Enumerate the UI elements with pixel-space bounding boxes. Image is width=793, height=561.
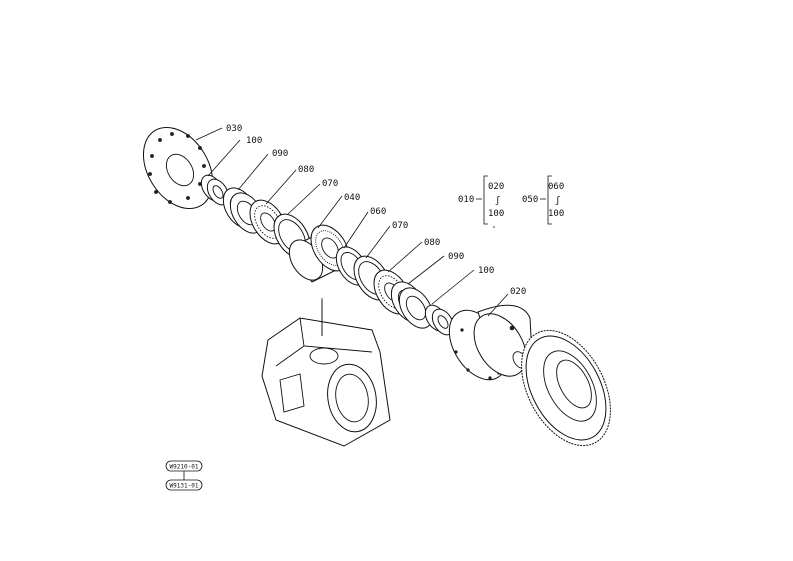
reference-stamps: W9210-01 W9131-01 — [165, 460, 203, 491]
group-010-bottom: 100 — [488, 209, 504, 219]
group-010-range-mark: ʃ — [495, 196, 500, 206]
group-050-top: 060 — [548, 182, 564, 192]
callout-090-left: 090 — [272, 149, 288, 159]
stamp-1: W9210-01 — [170, 464, 199, 471]
assembly-group-010: 010 020 ʃ 100 — [458, 175, 504, 228]
transmission-housing — [261, 300, 391, 447]
ring-gear-part[interactable] — [503, 315, 628, 460]
callout-020: 020 — [510, 287, 526, 297]
group-050-head: 050 — [522, 195, 538, 205]
group-010-top: 020 — [488, 182, 504, 192]
assembly-group-050: 050 060 ʃ 100 — [522, 175, 564, 225]
callout-030: 030 — [226, 124, 242, 134]
callout-100-right: 100 — [478, 266, 494, 276]
callout-060: 060 — [370, 207, 386, 217]
plate-090-right-part[interactable] — [384, 276, 439, 334]
callout-080-left: 080 — [298, 165, 314, 175]
bearing-right-part[interactable] — [421, 301, 458, 338]
callout-080-right: 080 — [424, 238, 440, 248]
differential-case-020-part[interactable] — [438, 300, 537, 390]
callout-090-right: 090 — [448, 252, 464, 262]
stamp-2: W9131-01 — [170, 483, 199, 490]
callout-070-left: 070 — [322, 179, 338, 189]
group-050-range-mark: ʃ — [555, 196, 560, 206]
leader-lines — [195, 127, 509, 317]
callout-040: 040 — [344, 193, 360, 203]
group-050-bottom: 100 — [548, 209, 564, 219]
callout-100-left: 100 — [246, 136, 262, 146]
group-010-head: 010 — [458, 195, 474, 205]
flange-plate-part[interactable] — [129, 115, 227, 221]
callout-070-right: 070 — [392, 221, 408, 231]
